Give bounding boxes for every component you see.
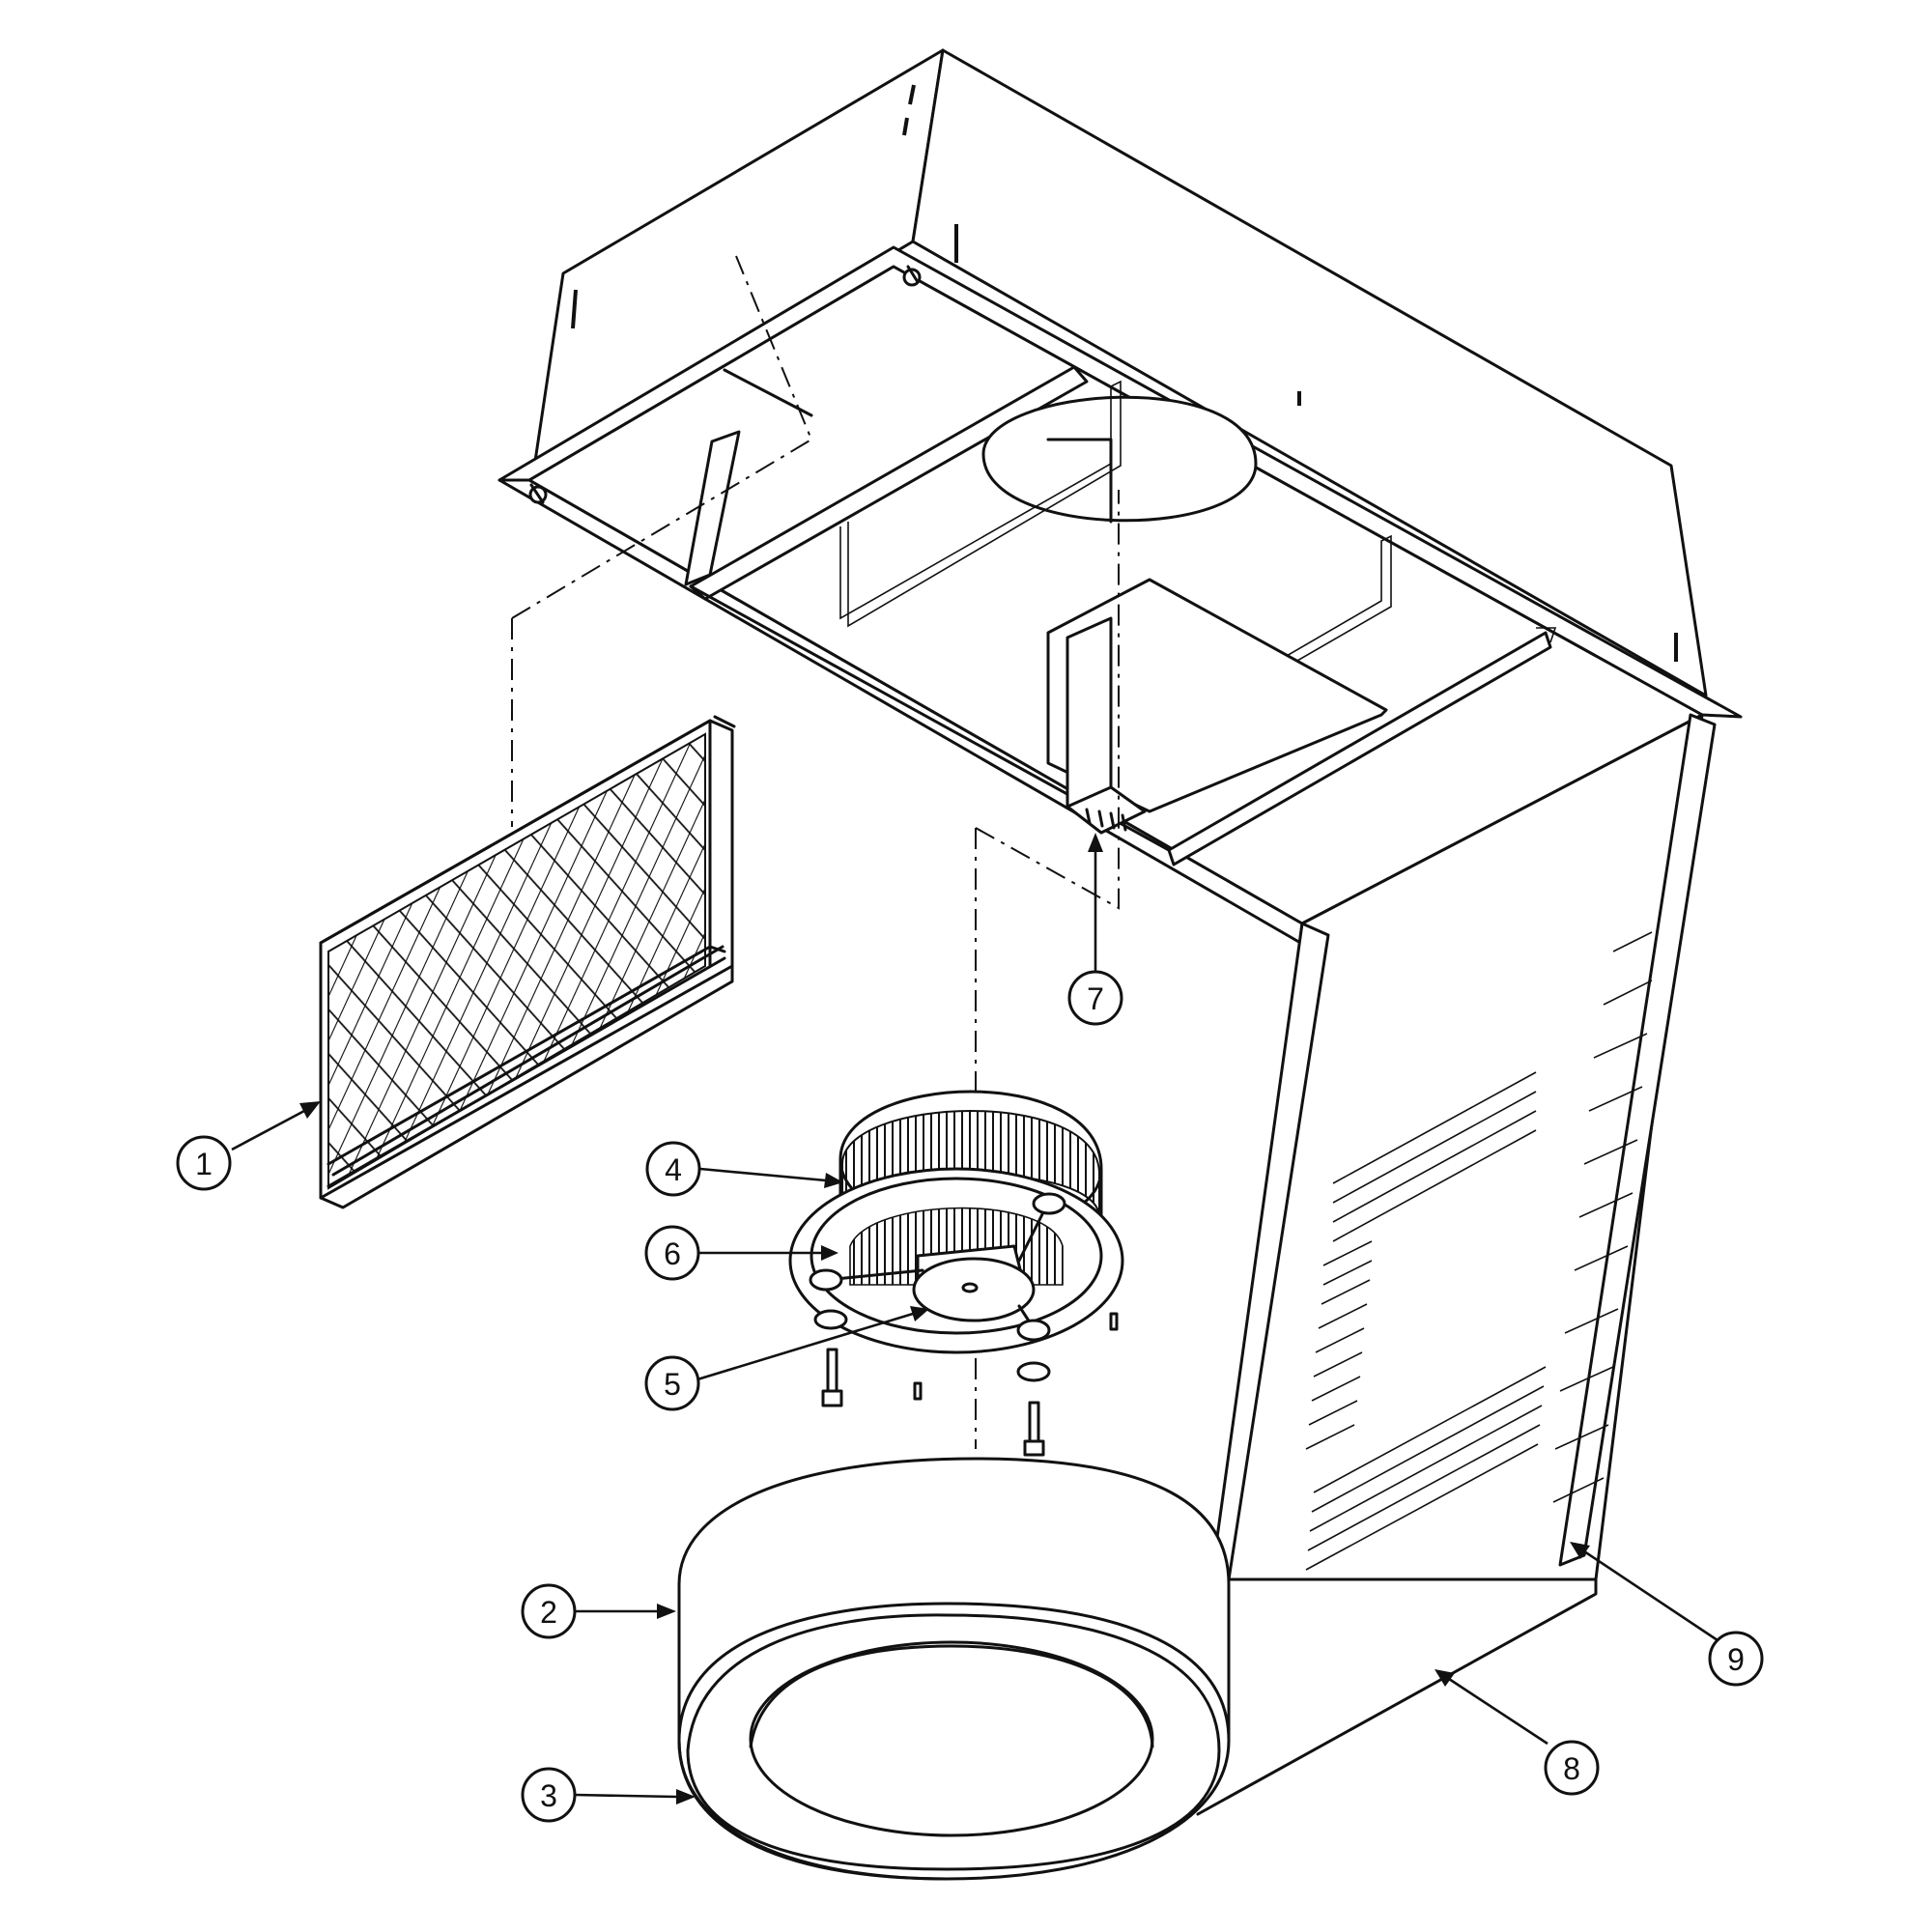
motor-bracket [1065, 616, 1113, 809]
callout-label-1: 1 [195, 1147, 213, 1181]
callout-label-4: 4 [665, 1152, 682, 1187]
callout-1: 1 [176, 1135, 232, 1191]
housing [497, 48, 1743, 1816]
bolt [1023, 1401, 1045, 1457]
callout-label-8: 8 [1563, 1751, 1580, 1786]
blower-assembly [788, 1090, 1124, 1457]
washer [813, 1309, 848, 1330]
bottom-edge [1196, 1577, 1598, 1816]
collar [677, 1457, 1231, 1881]
filter [319, 715, 736, 1209]
callout-label-2: 2 [540, 1595, 557, 1630]
callout-2: 2 [521, 1583, 577, 1639]
callout-7: 7 [1067, 970, 1123, 1026]
callout-5: 5 [644, 1355, 700, 1411]
callout-9: 9 [1708, 1631, 1764, 1687]
inner-rail [1167, 631, 1552, 867]
callout-leaders [231, 833, 1719, 1804]
callout-8: 8 [1544, 1740, 1600, 1796]
screw [1109, 1312, 1119, 1331]
screw [913, 1381, 923, 1401]
callout-6: 6 [644, 1225, 700, 1281]
callout-4: 4 [645, 1141, 701, 1197]
callout-label-9: 9 [1727, 1642, 1745, 1677]
motor-box [1046, 578, 1388, 813]
callout-3: 3 [521, 1767, 577, 1823]
callout-label-7: 7 [1087, 981, 1104, 1016]
hood-back-panel [911, 48, 1708, 697]
washer [1016, 1361, 1051, 1382]
bolt [821, 1348, 843, 1407]
callout-label-5: 5 [664, 1367, 681, 1402]
fan-opening [981, 395, 1258, 523]
alignment-lines [511, 255, 1120, 1449]
callout-label-3: 3 [540, 1778, 557, 1813]
collar-ring [686, 1613, 1221, 1871]
cross-beam [689, 365, 1089, 601]
side-bracket [684, 430, 741, 586]
louver-slots [1305, 931, 1653, 1571]
filter-mesh [327, 732, 706, 1190]
callout-label-6: 6 [664, 1236, 681, 1271]
